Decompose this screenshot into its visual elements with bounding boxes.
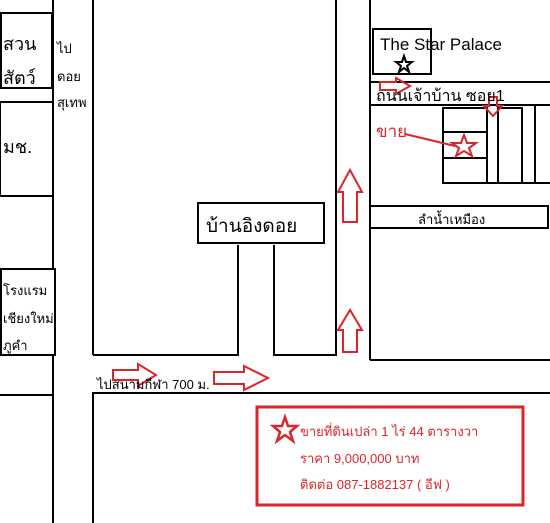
cmu-label: มช. — [3, 137, 33, 157]
canal-strip — [369, 205, 549, 229]
sale-pointer — [404, 133, 456, 147]
hotel-label-3: ภูคำ — [3, 338, 28, 353]
lower-road-edge — [92, 392, 550, 523]
star-icon — [269, 413, 301, 445]
arrow-right-icon — [379, 76, 413, 96]
zoo-label-2: สัตว์ — [3, 68, 36, 88]
star-icon — [393, 52, 415, 75]
lower-road-edge — [0, 394, 54, 523]
ad-line-2: ราคา 9,000,000 บาท — [300, 451, 420, 466]
ad-line-3: ติดต่อ 087-1882137 ( อีฟ ) — [300, 477, 450, 492]
hotel-label-2: เชียงใหม่ — [3, 311, 54, 326]
arrow-down-icon — [481, 96, 505, 118]
star-icon — [448, 132, 480, 159]
ban-ing-doi-label: บ้านอิงดอย — [206, 216, 298, 237]
hotel-label-1: โรงแรม — [3, 283, 48, 298]
ad-frame — [255, 405, 525, 507]
arrow-up-icon — [336, 308, 364, 353]
soi-label: ถนนเจ้าบ้าน ซอย1 — [376, 88, 505, 105]
star-palace-block — [372, 28, 432, 75]
arrow-right-icon — [213, 364, 271, 392]
ad-line-1: ขายที่ดินเปล่า 1 ไร่ 44 ตารางวา — [300, 424, 479, 439]
plot — [442, 107, 488, 184]
central-block — [93, 245, 239, 356]
zoo-block — [0, 12, 53, 89]
to-doi-suthep-2: ดอย — [57, 69, 81, 84]
central-block — [273, 0, 337, 356]
arrow-up-icon — [336, 167, 364, 223]
canal-label: ลำน้ำเหมือง — [418, 212, 486, 227]
zoo-label-1: สวน — [3, 34, 37, 54]
stadium-direction-label: ไปสนามกีฬา 700 ม. — [97, 377, 210, 392]
to-doi-suthep-3: สุเทพ — [57, 95, 87, 110]
arrow-right-icon — [112, 362, 158, 388]
ban-ing-doi-box — [197, 202, 325, 244]
star-palace-label: The Star Palace — [380, 35, 502, 54]
plot — [497, 107, 523, 184]
to-doi-suthep-1: ไป — [57, 41, 72, 56]
cmu-block — [0, 101, 54, 197]
sale-label: ขาย — [376, 122, 408, 141]
hotel-block — [0, 268, 56, 356]
